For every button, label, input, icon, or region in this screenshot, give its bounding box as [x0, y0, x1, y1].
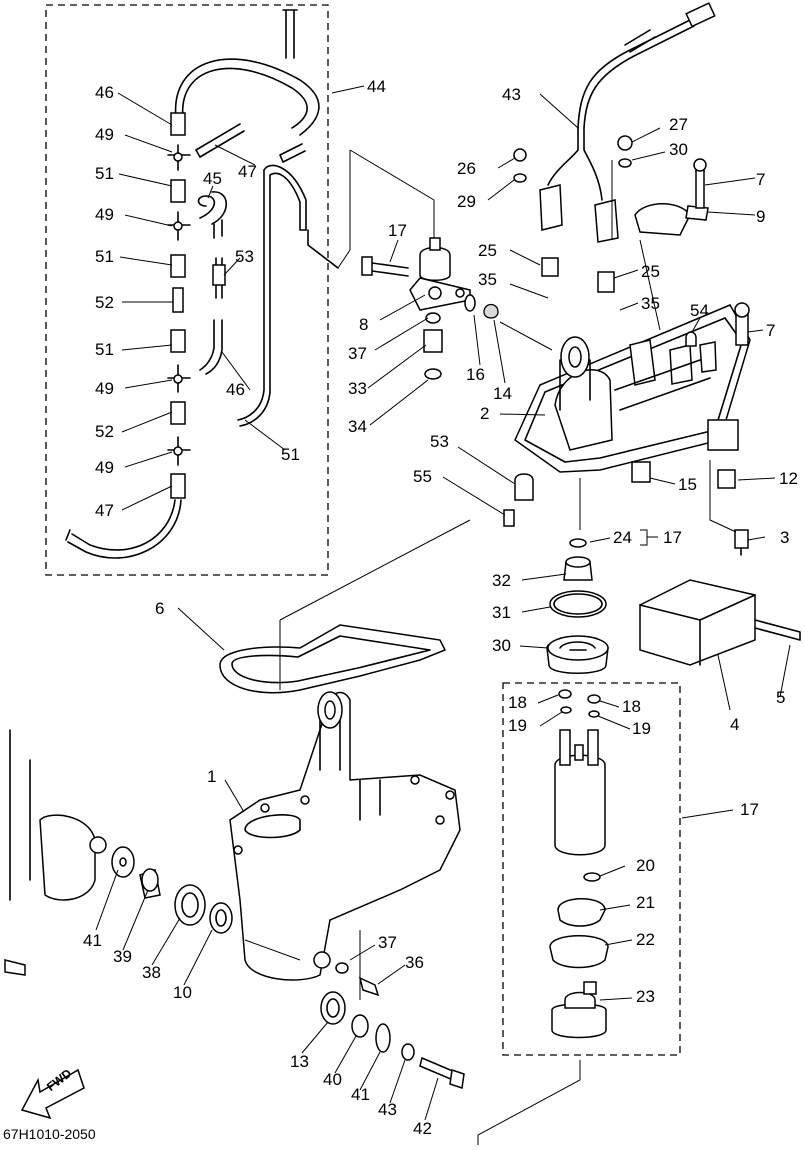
drawing-code: 67H1010-2050: [3, 1126, 96, 1142]
callout-19: 19: [632, 719, 651, 738]
callout-10: 10: [173, 983, 192, 1002]
callout-49: 49: [95, 458, 114, 477]
callout-23: 23: [636, 987, 655, 1006]
fwd-arrow: [20, 1068, 85, 1120]
callout-27: 27: [669, 115, 688, 134]
joint-49a: [167, 144, 191, 171]
callout-33: 33: [348, 379, 367, 398]
callout-46: 46: [226, 380, 245, 399]
callout-2: 2: [480, 404, 490, 423]
callout-35: 35: [478, 270, 497, 289]
callout-17: 17: [663, 528, 682, 547]
callout-25: 25: [478, 241, 497, 260]
joint-49b: [167, 211, 191, 241]
vapor-separator-cover: [503, 302, 751, 556]
callout-37: 37: [378, 933, 397, 952]
callout-45: 44: [367, 77, 386, 96]
callout-25: 25: [641, 262, 660, 281]
callout-6: 6: [155, 599, 165, 618]
callout-18: 18: [622, 697, 641, 716]
callout-20: 20: [636, 856, 655, 875]
gasket-6: [219, 519, 471, 694]
callout-11: 12: [779, 469, 798, 488]
callout-51: 52: [95, 422, 114, 441]
callout-55: 55: [413, 467, 432, 486]
fuel-filter-group: [337, 149, 553, 380]
hose-kit-frame: [45, 4, 329, 576]
callout-42: 42: [413, 1119, 432, 1138]
callout-22: 22: [636, 930, 655, 949]
callout-49: 49: [95, 125, 114, 144]
callout-15: 16: [466, 365, 485, 384]
electrical-box: [639, 579, 801, 666]
joint-52: [172, 287, 184, 313]
callout-16: 17: [388, 221, 407, 240]
callout-51: 51: [95, 164, 114, 183]
callout-5: 5: [776, 688, 786, 707]
callout-35: 35: [641, 294, 660, 313]
callout-14: 15: [678, 475, 697, 494]
callout-37: 37: [348, 344, 367, 363]
leader-lines: [95, 85, 791, 1121]
callout-1: 1: [207, 767, 217, 786]
joint-49c: [167, 364, 191, 393]
callout-51: 51: [95, 340, 114, 359]
callout-28: 29: [457, 192, 476, 211]
callout-39: 39: [113, 947, 132, 966]
callout-41: 41: [351, 1085, 370, 1104]
callout-50: 51: [281, 445, 300, 464]
callout-8: 8: [359, 315, 369, 334]
joint-49d: [167, 436, 191, 466]
callout-12: 13: [290, 1052, 309, 1071]
callout-31: 31: [492, 603, 511, 622]
callout-29: 30: [669, 140, 688, 159]
callout-52: 53: [235, 247, 254, 266]
callout-13: 14: [493, 384, 512, 403]
fuel-pump-parts: [546, 538, 609, 1039]
callout-38: 38: [142, 963, 161, 982]
callout-46: 45: [203, 169, 222, 188]
callout-32: 32: [492, 571, 511, 590]
callout-47: 46: [95, 83, 114, 102]
callout-4: 4: [730, 715, 740, 734]
callout-18: 18: [508, 693, 527, 712]
callout-43: 43: [378, 1100, 397, 1119]
callout-36: 36: [405, 953, 424, 972]
wiring-harness: [513, 2, 716, 331]
callout-17: 17: [740, 800, 759, 819]
callout-9: 9: [756, 207, 766, 226]
callout-3: 3: [780, 528, 790, 547]
lower-case-1: [229, 691, 461, 1000]
callout-47: 47: [238, 162, 257, 181]
callout-48: 47: [95, 501, 114, 520]
callout-34: 34: [348, 417, 367, 436]
callout-49: 49: [95, 205, 114, 224]
callout-41: 41: [83, 931, 102, 950]
callout-54: 54: [690, 301, 709, 320]
callout-44: 43: [502, 85, 521, 104]
callout-53: 53: [430, 432, 449, 451]
callout-30: 30: [492, 636, 511, 655]
callout-49: 49: [95, 379, 114, 398]
callout-7: 7: [756, 170, 766, 189]
callout-26: 26: [457, 159, 476, 178]
callout-52: 52: [95, 293, 114, 312]
hose-assembly: [65, 9, 339, 559]
callout-51: 51: [95, 247, 114, 266]
callout-7: 7: [766, 321, 776, 340]
callout-19: 19: [508, 716, 527, 735]
callout-24: 24: [613, 528, 632, 547]
bottom-hardware: [4, 729, 581, 1145]
callout-21: 21: [636, 893, 655, 912]
callout-40: 40: [323, 1070, 342, 1089]
